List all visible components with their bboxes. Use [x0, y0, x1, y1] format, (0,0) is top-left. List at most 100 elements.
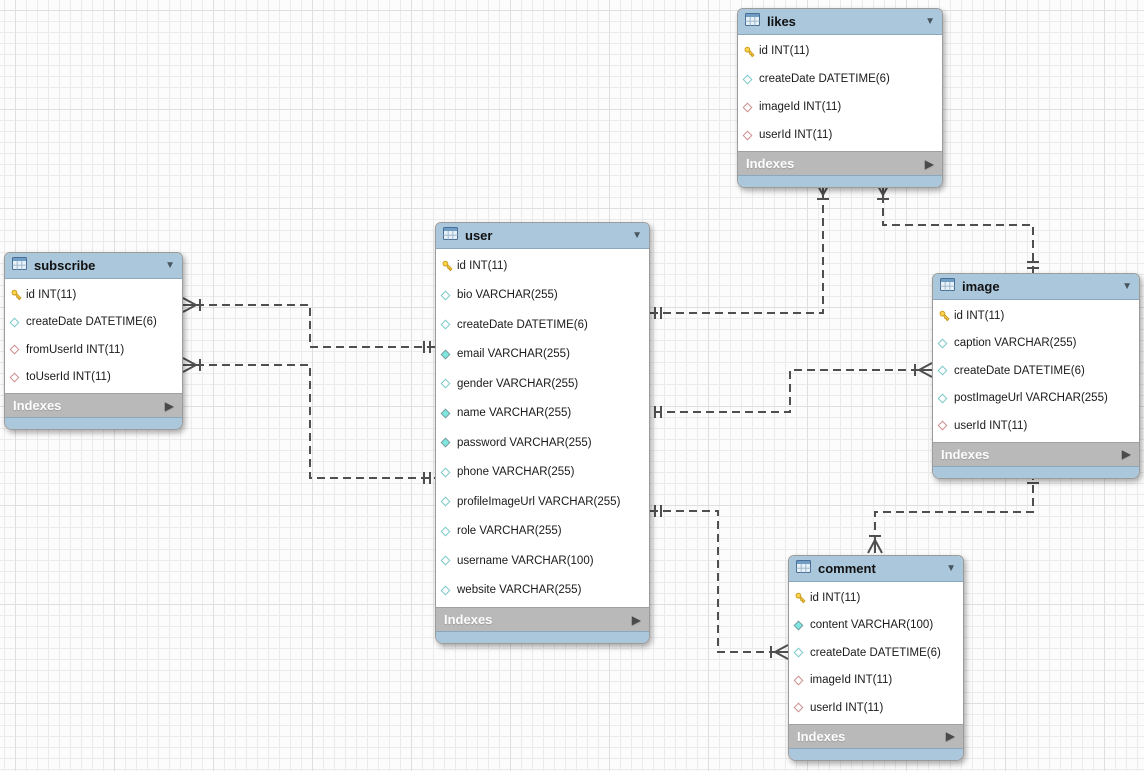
column-row[interactable]: role VARCHAR(255) [436, 517, 649, 547]
relationship-subscribe-n-1-user-to[interactable] [182, 357, 435, 484]
indexes-bar[interactable]: Indexes ▶ [436, 607, 649, 631]
column-row[interactable]: username VARCHAR(100) [436, 546, 649, 576]
table-comment[interactable]: comment ▼ id INT(11) content VARCHAR(100)cr… [788, 555, 964, 761]
column-row[interactable]: createDate DATETIME(6) [436, 310, 649, 340]
indexes-label: Indexes [746, 156, 795, 171]
diamond-teal-open-icon [937, 365, 954, 376]
column-row[interactable]: userId INT(11) [789, 694, 963, 722]
column-row[interactable]: password VARCHAR(255) [436, 428, 649, 458]
primary-key-icon [10, 288, 26, 301]
column-row[interactable]: gender VARCHAR(255) [436, 369, 649, 399]
table-header-image[interactable]: image▼ [933, 274, 1139, 300]
indexes-bar[interactable]: Indexes ▶ [933, 441, 1139, 466]
table-user[interactable]: user ▼ id INT(11)bio VARCHAR(255) createDat… [435, 222, 650, 644]
column-list: id INT(11)bio VARCHAR(255) createDate DAT… [436, 249, 649, 607]
cardinality-many-icon [182, 297, 201, 313]
column-label: createDate DATETIME(6) [457, 318, 588, 331]
column-row[interactable]: website VARCHAR(255) [436, 576, 649, 606]
collapse-arrow-icon[interactable]: ▼ [925, 15, 935, 27]
relationship-user-1-n-comment[interactable] [650, 505, 789, 660]
collapse-arrow-icon[interactable]: ▼ [1122, 280, 1132, 292]
column-row[interactable]: profileImageUrl VARCHAR(255) [436, 487, 649, 517]
table-header-subscribe[interactable]: subscribe▼ [5, 253, 182, 279]
column-label: id INT(11) [26, 288, 77, 301]
cardinality-many-icon [182, 357, 201, 373]
relationship-user-1-n-likes[interactable] [650, 181, 831, 319]
column-row[interactable]: content VARCHAR(100) [789, 612, 963, 640]
table-header-comment[interactable]: comment ▼ [789, 556, 963, 582]
relationship-user-1-n-image[interactable] [650, 362, 933, 418]
table-footer [436, 631, 649, 643]
table-image[interactable]: image▼id INT(11) caption VARCHAR(255) crea… [932, 273, 1140, 479]
column-row[interactable]: id INT(11) [789, 584, 963, 612]
column-row[interactable]: id INT(11) [5, 281, 182, 309]
table-subscribe[interactable]: subscribe▼ id INT(11) createDate DATETIME(… [4, 252, 183, 430]
relationship-subscribe-n-1-user-from[interactable] [182, 297, 435, 353]
indexes-expand-icon[interactable]: ▶ [945, 729, 955, 743]
indexes-bar[interactable]: Indexes ▶ [738, 151, 942, 175]
cardinality-many-icon [914, 362, 933, 378]
column-row[interactable]: id INT(11) [436, 251, 649, 281]
column-list: id INT(11) content VARCHAR(100)createDate… [789, 582, 963, 724]
column-row[interactable]: id INT(11) [933, 302, 1139, 330]
column-label: password VARCHAR(255) [457, 436, 592, 449]
column-row[interactable]: bio VARCHAR(255) [436, 281, 649, 311]
relationship-image-1-n-likes[interactable] [875, 181, 1039, 273]
indexes-bar[interactable]: Indexes▶ [789, 723, 963, 748]
table-footer [5, 417, 182, 429]
table-title: comment [818, 561, 876, 576]
collapse-arrow-icon[interactable]: ▼ [946, 562, 956, 574]
cardinality-one-icon [654, 406, 662, 418]
column-row[interactable]: caption VARCHAR(255) [933, 330, 1139, 358]
column-row[interactable]: createDate DATETIME(6) [738, 65, 942, 93]
indexes-label: Indexes [941, 446, 990, 462]
column-label: caption VARCHAR(255) [954, 337, 1077, 350]
relationship-image-1-n-comment[interactable] [867, 472, 1039, 554]
diamond-teal-filled-icon [440, 437, 457, 448]
column-label: id INT(11) [810, 591, 861, 604]
diamond-teal-filled-icon [440, 349, 457, 360]
column-row[interactable]: createDate DATETIME(6) [933, 357, 1139, 385]
column-row[interactable]: userId INT(11) [738, 121, 942, 149]
indexes-expand-icon[interactable]: ▶ [924, 156, 934, 171]
indexes-expand-icon[interactable]: ▶ [1121, 447, 1131, 461]
indexes-expand-icon[interactable]: ▶ [631, 612, 641, 627]
collapse-arrow-icon[interactable]: ▼ [165, 259, 175, 271]
column-label: userId INT(11) [759, 129, 833, 141]
column-label: createDate DATETIME(6) [954, 364, 1085, 377]
table-header-user[interactable]: user ▼ [436, 223, 649, 249]
indexes-bar[interactable]: Indexes▶ [5, 393, 182, 417]
diamond-teal-filled-icon [440, 408, 457, 419]
column-label: createDate DATETIME(6) [26, 316, 157, 329]
column-row[interactable]: fromUserId INT(11) [5, 336, 182, 364]
diamond-teal-open-icon [440, 467, 457, 478]
indexes-label: Indexes [444, 612, 493, 627]
cardinality-many-icon [875, 181, 891, 200]
column-row[interactable]: imageId INT(11) [738, 93, 942, 121]
table-likes[interactable]: likes▼id INT(11)createDate DATETIME(6) im… [737, 8, 943, 188]
column-row[interactable]: phone VARCHAR(255) [436, 458, 649, 488]
column-row[interactable]: createDate DATETIME(6) [5, 309, 182, 337]
column-row[interactable]: userId INT(11) [933, 412, 1139, 440]
column-row[interactable]: toUserId INT(11) [5, 364, 182, 392]
table-title: user [465, 228, 493, 243]
table-grid-icon [796, 559, 811, 578]
column-row[interactable]: postImageUrl VARCHAR(255) [933, 385, 1139, 413]
column-row[interactable]: imageId INT(11) [789, 667, 963, 695]
indexes-expand-icon[interactable]: ▶ [164, 398, 174, 413]
diamond-red-open-icon [793, 675, 810, 686]
diamond-teal-open-icon [9, 317, 26, 328]
column-row[interactable]: createDate DATETIME(6) [789, 639, 963, 667]
column-row[interactable]: email VARCHAR(255) [436, 340, 649, 370]
column-label: postImageUrl VARCHAR(255) [954, 392, 1108, 405]
column-row[interactable]: id INT(11) [738, 37, 942, 65]
cardinality-many-icon [770, 644, 789, 660]
table-header-likes[interactable]: likes▼ [738, 9, 942, 35]
diamond-teal-open-icon [937, 338, 954, 349]
collapse-arrow-icon[interactable]: ▼ [632, 229, 642, 241]
column-label: imageId INT(11) [759, 101, 842, 113]
diamond-teal-open-icon [440, 319, 457, 330]
diamond-red-open-icon [9, 372, 26, 383]
column-row[interactable]: name VARCHAR(255) [436, 399, 649, 429]
